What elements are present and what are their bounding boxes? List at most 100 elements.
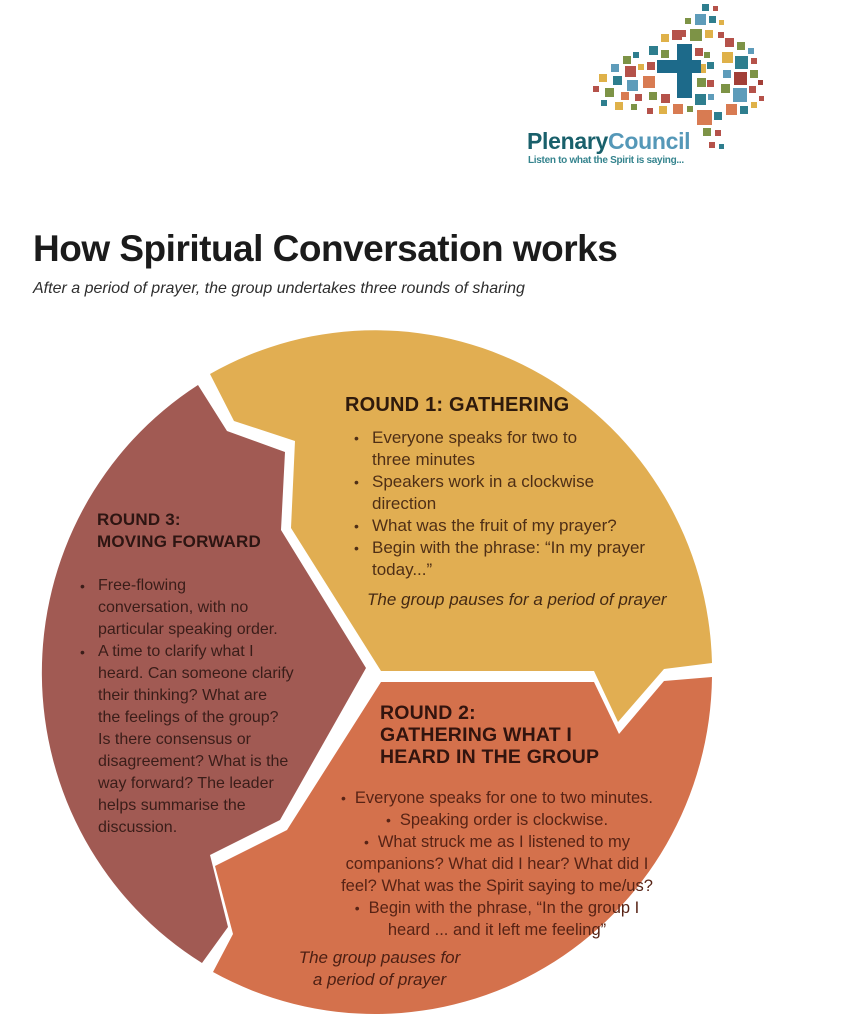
mosaic-square [659,106,667,114]
mosaic-square [725,38,734,47]
mosaic-square [734,72,747,85]
text-line: heard ... and it left me feeling” [387,921,607,939]
mosaic-square [695,48,703,56]
mosaic-square [750,70,758,78]
logo-tagline: Listen to what the Spirit is saying... [528,155,684,166]
bullet-dot: • [354,518,359,534]
text-line: a period of prayer [312,970,447,989]
bullet-dot: • [354,540,359,556]
mosaic-square [748,48,754,54]
text-line: •Speaking order is clockwise. [385,811,609,829]
bullet-dot: • [354,474,359,490]
text-line: today...” [372,560,433,579]
bullet-dot: • [80,578,85,594]
mosaic-square [661,50,669,58]
mosaic-square [719,144,724,149]
text-line: •Free-flowing [79,575,335,597]
mosaic-square [697,110,712,125]
text-line: •What struck me as I listened to my [363,833,631,851]
mosaic-square [601,100,607,106]
mosaic-square [751,102,757,108]
mosaic-square [735,56,748,69]
mosaic-square [726,104,737,115]
mosaic-square [625,66,636,77]
mosaic-square [621,92,629,100]
text-line: •A time to clarify what I [79,641,335,663]
mosaic-square [672,30,682,40]
mosaic-square [751,58,757,64]
mosaic-square [690,29,702,41]
page-subtitle: After a period of prayer, the group unde… [33,280,525,297]
text-line: GATHERING WHAT I [380,724,573,746]
mosaic-square [661,94,670,103]
round1-bullet-list: •Everyone speaks for two to three minutes… [353,427,683,581]
mosaic-square [695,14,706,25]
text-line: disagreement? What is the [98,753,289,770]
page-title: How Spiritual Conversation works [33,228,618,269]
mosaic-square [613,76,622,85]
text-line: HEARD IN THE GROUP [380,746,600,768]
mosaic-square [697,64,706,73]
mosaic-square [661,34,669,42]
text-line: •Begin with the phrase: “In my prayer [354,538,646,557]
mosaic-square [643,76,655,88]
mosaic-square [611,64,619,72]
logo-wordmark: PlenaryCouncil [527,128,691,155]
mosaic-square [627,80,638,91]
round3-title: ROUND 3:MOVING FORWARD [97,509,261,553]
mosaic-square [687,106,693,112]
mosaic-square [649,92,657,100]
mosaic-square [708,94,714,100]
round1-title: ROUND 1: GATHERING [345,394,570,416]
text-line: ROUND 2: [380,702,476,724]
mosaic-square [649,46,658,55]
logo-word-council: Council [608,128,691,154]
text-line: discussion. [98,819,178,836]
mosaic-square [723,70,731,78]
spiritual-conversation-wheel [41,330,712,1014]
mosaic-square [631,104,637,110]
mosaic-square [647,62,655,70]
bullet-dot: • [354,430,359,446]
text-line: heard. Can someone clarify [98,665,294,682]
round1-pause-note: The group pauses for a period of prayer [367,590,667,609]
mosaic-square [740,106,748,114]
bullet-dot: • [354,900,360,916]
bullet-dot: • [341,790,346,806]
mosaic-square [599,74,607,82]
bullet-dot: • [80,644,85,660]
mosaic-square [737,42,745,50]
mosaic-square [605,88,614,97]
mosaic-square [703,128,711,136]
cross-icon [657,60,701,73]
mosaic-square [702,4,709,11]
text-line: three minutes [372,450,475,469]
mosaic-square [635,94,642,101]
text-line: feel? What was the Spirit saying to me/u… [341,877,653,895]
text-line: The group pauses for [298,948,461,967]
mosaic-square [705,30,713,38]
mosaic-square [733,88,747,102]
mosaic-square [673,104,683,114]
text-line: helps summarise the [98,797,246,814]
mosaic-square [718,32,724,38]
mosaic-square [707,62,714,69]
text-line: •Everyone speaks for one to two minutes. [341,789,653,807]
mosaic-square [719,20,724,25]
mosaic-square [758,80,763,85]
round3-segment-shape [41,385,366,963]
round2-pause-note: The group pauses for a period of prayer [277,947,482,991]
mosaic-square [714,112,722,120]
text-line: way forward? The leader [98,775,274,792]
mosaic-square [722,52,733,63]
mosaic-square [638,64,644,70]
logo-word-plenary: Plenary [527,128,609,154]
text-line: direction [372,494,437,513]
text-line: •Everyone speaks for two to [354,428,578,447]
text-line: •Speakers work in a clockwise [354,472,595,491]
round1-segment-shape [210,330,712,722]
mosaic-square [715,130,721,136]
